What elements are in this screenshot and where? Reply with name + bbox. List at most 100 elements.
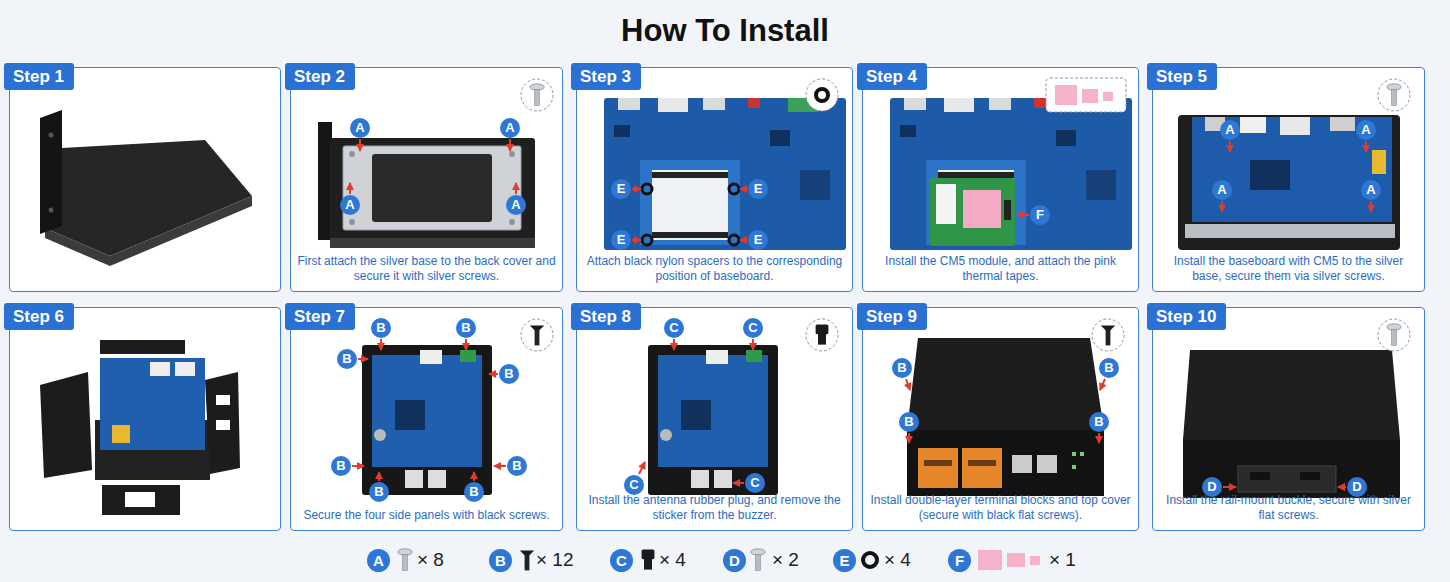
assembled-board: [1280, 117, 1310, 135]
rail-buckle-case: [1300, 472, 1320, 480]
nylon-spacer: [642, 184, 652, 194]
silver-screw: [530, 84, 544, 106]
baseboard: [770, 130, 790, 146]
red-arrow: [1098, 433, 1100, 443]
callout-letter: E: [748, 179, 768, 199]
case-with-board: [428, 470, 446, 488]
callout-letter: A: [340, 195, 360, 215]
closed-case: [1072, 452, 1076, 456]
count-text: × 2: [772, 550, 799, 571]
callout-letter: A: [1361, 180, 1381, 200]
red-arrow: [1017, 214, 1029, 216]
part-icon: [1378, 319, 1410, 351]
exploded-panels: [40, 340, 240, 515]
callout-letter: D: [1202, 477, 1222, 497]
callout-letter: A: [506, 195, 526, 215]
step-card: Step 4Install the CM5 module, and attach…: [862, 67, 1139, 292]
baseboard: [652, 232, 728, 238]
callout-letter: B: [507, 456, 527, 476]
red-arrow: [380, 339, 382, 350]
red-arrow: [632, 188, 641, 190]
nylon-spacer: [729, 184, 739, 194]
card-ground: [9, 307, 281, 531]
card-ground: [1152, 307, 1425, 531]
part-icon: [806, 319, 838, 351]
callout-letter: B: [464, 482, 484, 502]
step-tab: Step 8: [571, 303, 641, 330]
part-icon: [1378, 79, 1410, 111]
back-cover: [40, 110, 252, 266]
red-arrow: [352, 465, 364, 467]
case-with-board: [648, 345, 778, 495]
assembled-board: [1178, 115, 1400, 250]
assembled-board: [1250, 160, 1290, 190]
cm5-module: [963, 190, 1001, 228]
closed-case: [1037, 455, 1057, 473]
callout-letter: A: [1356, 120, 1376, 140]
callout-letter: D: [723, 549, 746, 572]
step-tab: Step 1: [4, 63, 74, 90]
baseboard: [652, 172, 728, 178]
exploded-panels: [102, 485, 180, 515]
step-caption: Install the baseboard with CM5 to the si…: [1159, 254, 1418, 284]
red-arrow: [359, 139, 361, 151]
cm5-module: [1004, 200, 1011, 220]
red-arrow: [673, 339, 675, 350]
red-arrow: [1365, 141, 1367, 152]
baseboard: [748, 98, 760, 108]
part-icon: [521, 78, 1410, 351]
red-arrow: [350, 139, 1371, 487]
case-with-board: [362, 345, 492, 495]
baseboard: [800, 170, 830, 200]
closed-case: [962, 448, 1002, 488]
closed-case: [918, 448, 958, 488]
red-arrow: [1223, 486, 1236, 488]
closed-case: [907, 338, 1104, 430]
red-arrow: [473, 472, 475, 481]
card-ground: [862, 307, 1139, 531]
callout-letter: B: [369, 482, 389, 502]
callout-letter: E: [611, 230, 631, 250]
callout-letter: C: [745, 473, 765, 493]
closed-case: [1080, 452, 1084, 456]
red-arrow: [515, 183, 517, 194]
step-tab: Step 10: [1147, 303, 1226, 330]
card-ground: [9, 67, 1425, 531]
step-caption: Install the CM5 module, and attach the p…: [869, 254, 1132, 284]
silver-base: [330, 238, 535, 248]
callout-letter: E: [748, 230, 768, 250]
part-icon: [1092, 319, 1124, 351]
step-card: Step 2First attach the silver base to th…: [290, 67, 563, 292]
exploded-panels: [100, 340, 185, 354]
assembled-board: [1192, 117, 1392, 222]
count-text: × 1: [1049, 550, 1076, 571]
baseboard: [703, 98, 725, 110]
rubber-plug: [642, 550, 655, 570]
closed-case: [924, 460, 952, 466]
baseboard: [604, 98, 846, 250]
step-caption: Attach black nylon spacers to the corres…: [583, 254, 846, 284]
silver-base: [372, 154, 492, 222]
closed-case: [968, 460, 996, 466]
step-card: Step 10Install the rail-mount buckle, se…: [1152, 307, 1425, 531]
silver-base: [318, 122, 535, 248]
silver-base: [509, 219, 515, 225]
step-caption: Secure the four side panels with black s…: [297, 508, 556, 523]
exploded-panels: [216, 395, 230, 405]
back-cover: [49, 208, 54, 213]
step-tab: Step 6: [4, 303, 74, 330]
callout-letter: A: [367, 549, 390, 572]
thermal-tape: [978, 550, 1002, 570]
callout-letter: A: [500, 118, 520, 138]
callout-letter: A: [350, 118, 370, 138]
count-text: × 4: [659, 550, 686, 571]
nylon-spacer: [642, 184, 739, 245]
step-tab: Step 2: [285, 63, 355, 90]
callout-letter: E: [611, 179, 631, 199]
part-icon: [806, 79, 838, 111]
case-with-board: [374, 429, 386, 441]
closed-case: [907, 430, 1104, 496]
exploded-panels: [150, 362, 170, 376]
red-arrow: [1229, 141, 1231, 152]
